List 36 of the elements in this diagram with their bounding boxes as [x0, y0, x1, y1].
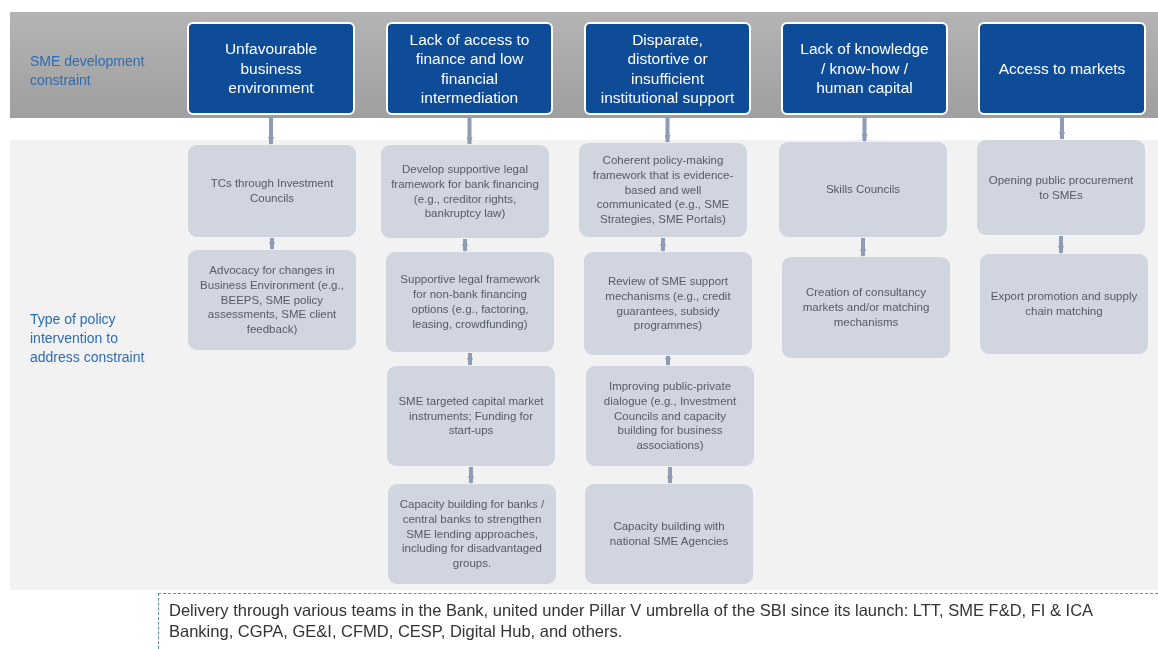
arrow [1058, 236, 1064, 254]
intervention-box: Develop supportive legal framework for bank financing (e.g., creditor rights, bankruptcy law) [381, 145, 549, 238]
constraint-header-box: Lack of access to finance and low financial intermediation [386, 22, 553, 115]
arrow [861, 116, 868, 142]
constraint-header-box: Unfavourable business environment [187, 22, 355, 115]
row-label: Type of policy intervention to address constraint [30, 310, 146, 367]
intervention-box: Creation of consultancy markets and/or matching mechanisms [782, 257, 950, 358]
constraint-header-box: Access to markets [978, 22, 1146, 115]
intervention-box: Supportive legal framework for non-bank financing options (e.g., factoring, leasing, crowdfunding) [386, 252, 554, 352]
intervention-box: Capacity building with national SME Agencies [585, 484, 753, 584]
delivery-note: Delivery through various teams in the Bank, united under Pillar V umbrella of the SBI since its launch: LTT, SME F&D, FI & ICA Banking, CGPA, GE&I, CFMD, CESP, Digital Hub, and others. [158, 593, 1158, 649]
constraint-header-box: Lack of knowledge / know-how / human capital [781, 22, 948, 115]
arrow [860, 238, 866, 257]
arrow [467, 353, 473, 366]
arrow [466, 116, 473, 145]
intervention-box: Coherent policy-making framework that is evidence-based and well communicated (e.g., SME Strategies, SME Portals) [579, 143, 747, 237]
arrow [660, 238, 666, 252]
intervention-box: SME targeted capital market instruments; Funding for start-ups [387, 366, 555, 466]
intervention-box: Opening public procurement to SMEs [977, 140, 1145, 235]
intervention-box: Advocacy for changes in Business Environment (e.g., BEEPS, SME policy assessments, SME client feedback) [188, 250, 356, 350]
arrow [468, 467, 474, 484]
intervention-box: Skills Councils [779, 142, 947, 237]
arrow [665, 356, 671, 366]
arrow [269, 238, 275, 250]
arrow [664, 116, 671, 143]
intervention-box: Improving public-private dialogue (e.g., Investment Councils and capacity building for business associations) [586, 366, 754, 466]
intervention-box: Capacity building for banks / central banks to strengthen SME lending approaches, including for disadvantaged groups. [388, 484, 556, 584]
arrow [1059, 116, 1065, 140]
constraint-header-box: Disparate, distortive or insufficient institutional support [584, 22, 751, 115]
row-label: SME development constraint [30, 52, 146, 90]
intervention-box: Review of SME support mechanisms (e.g., credit guarantees, subsidy programmes) [584, 252, 752, 355]
arrow [667, 467, 673, 484]
arrow [462, 239, 468, 252]
intervention-box: Export promotion and supply chain matching [980, 254, 1148, 354]
intervention-box: TCs through Investment Councils [188, 145, 356, 237]
arrow [268, 116, 274, 145]
